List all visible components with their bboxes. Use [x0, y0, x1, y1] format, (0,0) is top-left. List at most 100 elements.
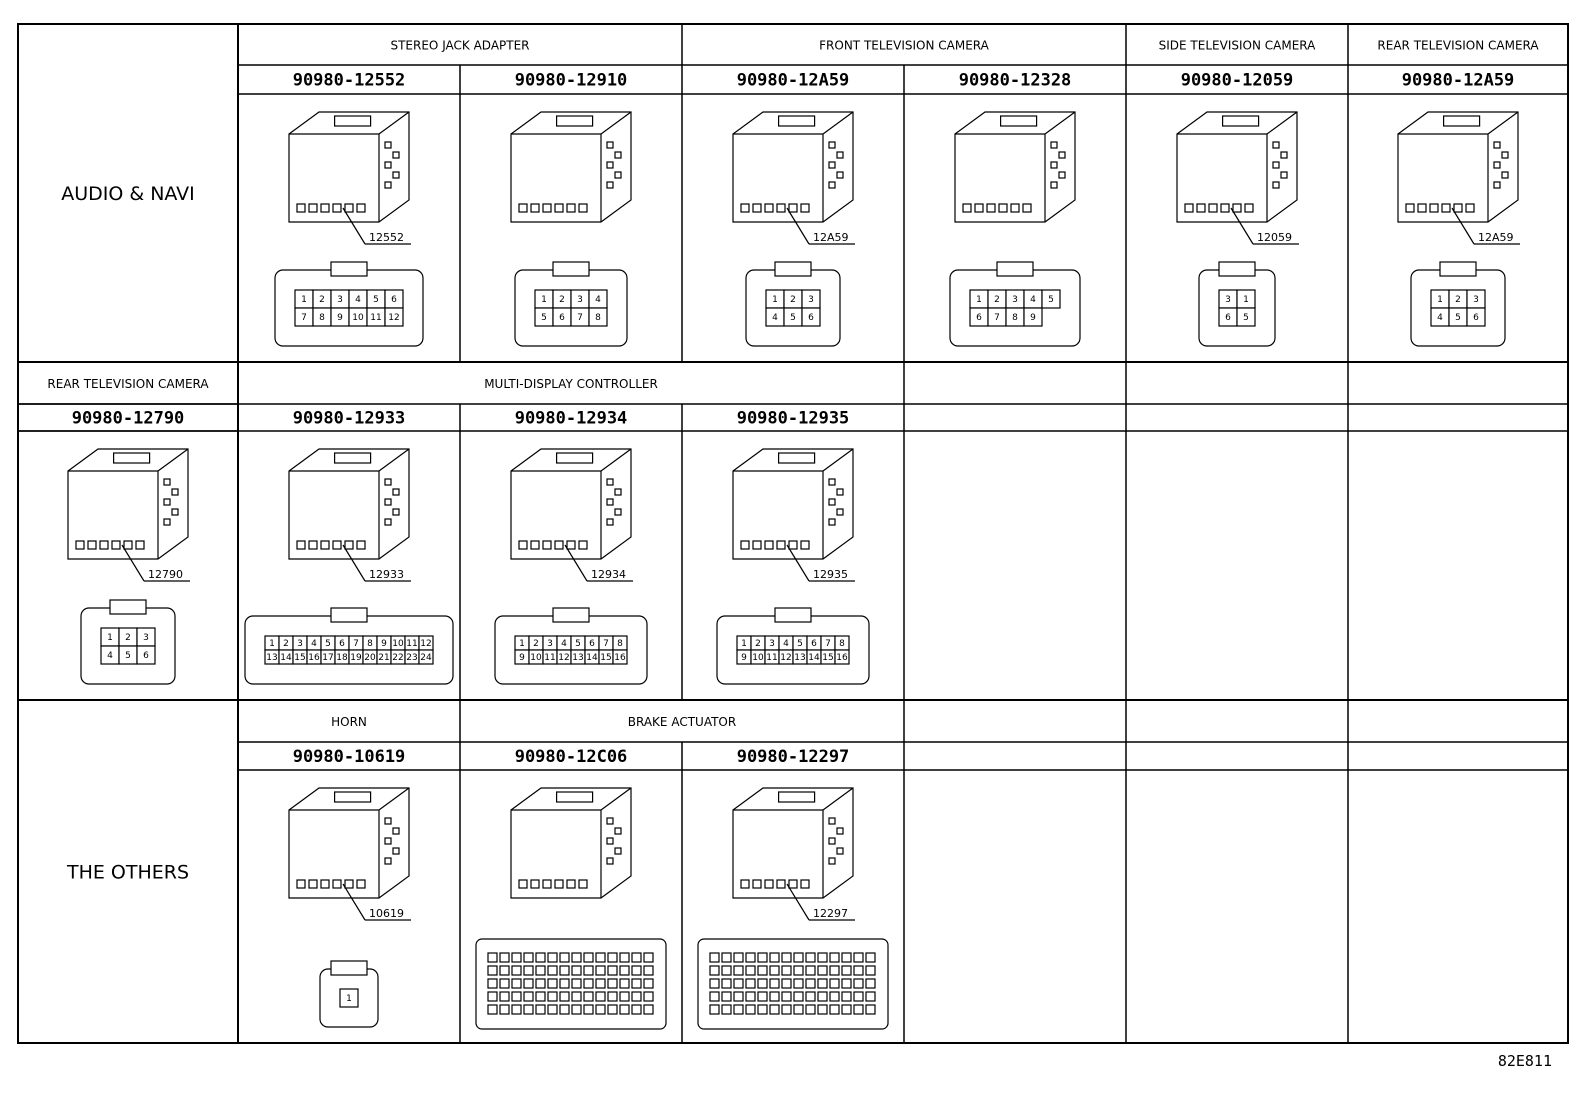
pin-number: 1: [1437, 295, 1443, 305]
section-label: AUDIO & NAVI: [61, 183, 195, 205]
connector-drawing: 12297: [697, 787, 889, 1030]
pin-number: 16: [614, 653, 626, 663]
pin-number: 3: [547, 639, 553, 649]
connector-drawing: 10619 1: [288, 787, 411, 1028]
pin-number: 1: [346, 994, 352, 1004]
pin-number: 1: [541, 295, 547, 305]
part-number: 90980-12933: [293, 409, 406, 429]
pin-number: 7: [577, 313, 583, 323]
pin-number: 3: [1225, 295, 1231, 305]
pin-number: 23: [406, 653, 417, 663]
pin-number: 3: [1473, 295, 1479, 305]
connector-tag: 12935: [813, 568, 848, 581]
connector-tag: 12790: [148, 568, 183, 581]
pin-number: 12: [420, 639, 431, 649]
pin-number: 5: [541, 313, 547, 323]
pin-number: 2: [533, 639, 539, 649]
pin-number: 15: [822, 653, 833, 663]
pin-number: 2: [319, 295, 325, 305]
part-number: 90980-12552: [293, 71, 406, 91]
part-number: 90980-12297: [737, 747, 850, 767]
pin-number: 5: [797, 639, 803, 649]
pin-number: 11: [370, 313, 381, 323]
pin-number: 2: [755, 639, 761, 649]
pin-number: 11: [406, 639, 417, 649]
part-number: 90980-12A59: [1402, 71, 1515, 91]
pin-number: 5: [575, 639, 581, 649]
pin-number: 14: [808, 653, 820, 663]
pin-number: 18: [336, 653, 348, 663]
pin-number: 3: [769, 639, 775, 649]
pin-number: 6: [811, 639, 817, 649]
pin-number: 4: [772, 313, 778, 323]
pin-number: 14: [586, 653, 598, 663]
connector-tag: 12297: [813, 907, 848, 920]
pin-number: 6: [589, 639, 595, 649]
pin-number: 11: [766, 653, 777, 663]
pin-number: 10: [752, 653, 764, 663]
pin-number: 9: [741, 653, 747, 663]
pin-number: 2: [1455, 295, 1461, 305]
pin-number: 10: [352, 313, 364, 323]
part-number: 90980-12A59: [737, 71, 850, 91]
connector-tag: 12A59: [813, 231, 849, 244]
part-number: 90980-12328: [959, 71, 1072, 91]
pin-number: 5: [1455, 313, 1461, 323]
pin-number: 12: [558, 653, 569, 663]
connector-tag: 12934: [591, 568, 626, 581]
pin-number: 8: [595, 313, 601, 323]
pin-number: 1: [519, 639, 525, 649]
group-caption: REAR TELEVISION CAMERA: [1377, 39, 1539, 53]
pin-number: 12: [780, 653, 791, 663]
pin-number: 13: [794, 653, 805, 663]
pin-number: 3: [1012, 295, 1018, 305]
pin-number: 7: [603, 639, 609, 649]
connector-drawing: [475, 787, 667, 1030]
pin-number: 6: [808, 313, 814, 323]
pin-number: 15: [600, 653, 611, 663]
group-caption: REAR TELEVISION CAMERA: [47, 377, 209, 391]
pin-number: 1: [772, 295, 778, 305]
connector-tag: 12A59: [1478, 231, 1514, 244]
pin-number: 9: [1030, 313, 1036, 323]
group-caption: SIDE TELEVISION CAMERA: [1159, 39, 1316, 53]
pin-number: 7: [994, 313, 1000, 323]
pin-number: 9: [381, 639, 387, 649]
pin-number: 8: [617, 639, 623, 649]
pin-number: 5: [325, 639, 331, 649]
pin-number: 6: [391, 295, 397, 305]
pin-number: 24: [420, 653, 432, 663]
connector-tag: 12933: [369, 568, 404, 581]
pin-number: 4: [355, 295, 361, 305]
group-caption: STEREO JACK ADAPTER: [390, 39, 529, 53]
pin-number: 22: [392, 653, 403, 663]
pin-number: 16: [836, 653, 848, 663]
pin-number: 10: [392, 639, 404, 649]
pin-number: 3: [808, 295, 814, 305]
group-caption: BRAKE ACTUATOR: [628, 715, 736, 729]
pin-number: 5: [1243, 313, 1249, 323]
pin-number: 6: [1225, 313, 1231, 323]
pin-number: 3: [297, 639, 303, 649]
pin-number: 6: [976, 313, 982, 323]
pin-number: 4: [107, 651, 113, 661]
pin-number: 3: [337, 295, 343, 305]
pin-number: 1: [269, 639, 275, 649]
pin-number: 4: [1030, 295, 1036, 305]
pin-number: 19: [350, 653, 362, 663]
pin-number: 10: [530, 653, 542, 663]
pin-number: 16: [308, 653, 320, 663]
pin-number: 1: [107, 633, 113, 643]
pin-number: 8: [319, 313, 325, 323]
connector-tag: 10619: [369, 907, 404, 920]
